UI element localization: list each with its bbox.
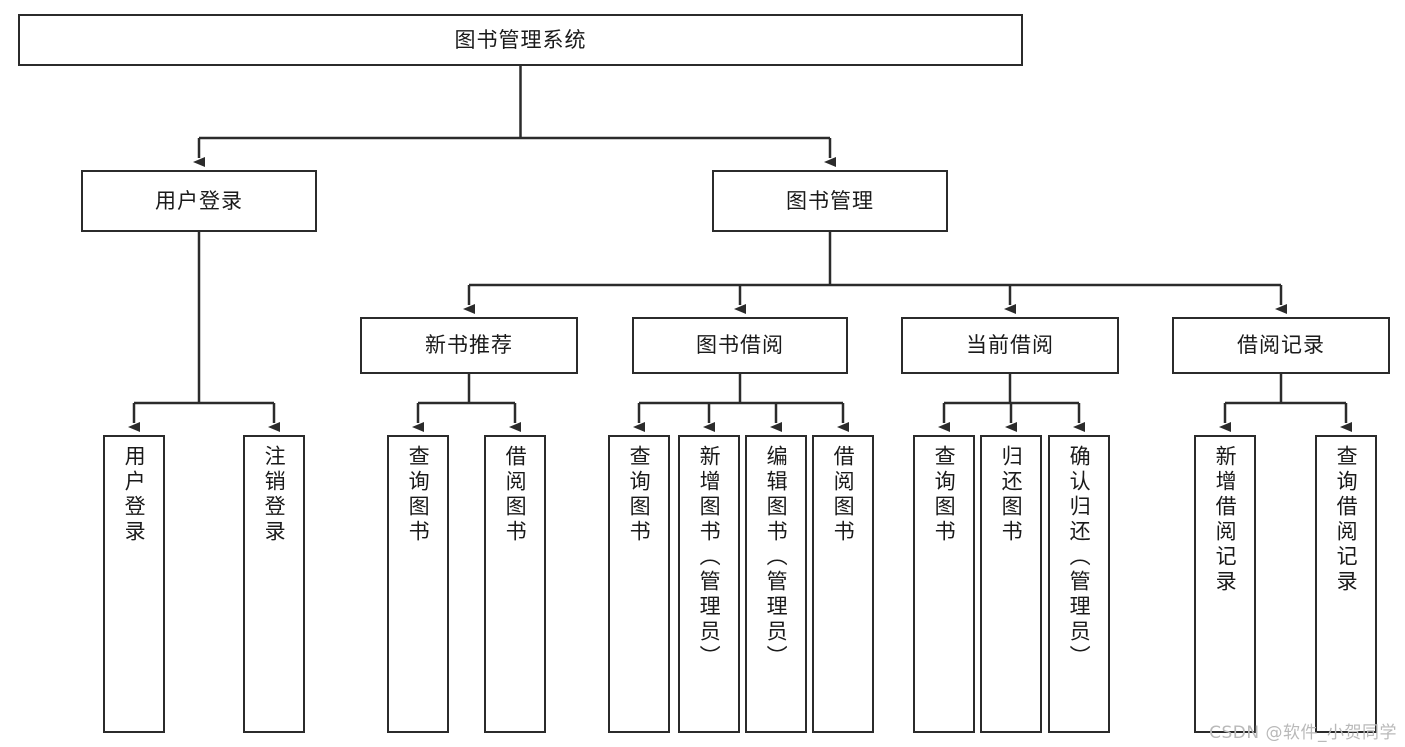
node-book-borrow[interactable]: 图书借阅 bbox=[632, 317, 848, 374]
node-leaf-bb-edit[interactable]: 编辑图书（管理员） bbox=[745, 435, 807, 733]
node-label: 注销登录 bbox=[262, 445, 287, 545]
node-label: 用户登录 bbox=[155, 188, 243, 213]
node-label: 查询图书 bbox=[406, 445, 431, 545]
node-label: 查询图书 bbox=[932, 445, 957, 545]
node-label: 图书管理 bbox=[786, 188, 874, 213]
node-book-manage[interactable]: 图书管理 bbox=[712, 170, 948, 232]
node-leaf-rec-query[interactable]: 查询图书 bbox=[387, 435, 449, 733]
node-leaf-cb-confirm[interactable]: 确认归还（管理员） bbox=[1048, 435, 1110, 733]
node-label: 图书管理系统 bbox=[454, 27, 587, 52]
node-label: 新增图书（管理员） bbox=[697, 445, 722, 670]
node-root[interactable]: 图书管理系统 bbox=[18, 14, 1023, 66]
node-label: 借阅图书 bbox=[831, 445, 856, 545]
node-label: 新增借阅记录 bbox=[1213, 445, 1238, 595]
node-leaf-bb-query[interactable]: 查询图书 bbox=[608, 435, 670, 733]
node-leaf-br-query[interactable]: 查询借阅记录 bbox=[1315, 435, 1377, 733]
node-leaf-bb-add[interactable]: 新增图书（管理员） bbox=[678, 435, 740, 733]
node-leaf-cb-query[interactable]: 查询图书 bbox=[913, 435, 975, 733]
csdn-watermark: CSDN @软件_小贺同学 bbox=[1209, 723, 1397, 743]
node-leaf-rec-borrow[interactable]: 借阅图书 bbox=[484, 435, 546, 733]
node-label: 查询图书 bbox=[627, 445, 652, 545]
node-label: 借阅图书 bbox=[503, 445, 528, 545]
node-leaf-user-login[interactable]: 用户登录 bbox=[103, 435, 165, 733]
node-label: 查询借阅记录 bbox=[1334, 445, 1359, 595]
node-leaf-cb-return[interactable]: 归还图书 bbox=[980, 435, 1042, 733]
node-label: 当前借阅 bbox=[966, 333, 1054, 358]
node-label: 用户登录 bbox=[122, 445, 147, 545]
node-label: 借阅记录 bbox=[1237, 333, 1325, 358]
node-current-borrow[interactable]: 当前借阅 bbox=[901, 317, 1119, 374]
node-leaf-br-add[interactable]: 新增借阅记录 bbox=[1194, 435, 1256, 733]
node-label: 归还图书 bbox=[999, 445, 1024, 545]
node-leaf-bb-borrow[interactable]: 借阅图书 bbox=[812, 435, 874, 733]
node-user-login[interactable]: 用户登录 bbox=[81, 170, 317, 232]
node-label: 图书借阅 bbox=[696, 333, 784, 358]
node-new-book-rec[interactable]: 新书推荐 bbox=[360, 317, 578, 374]
node-label: 确认归还（管理员） bbox=[1067, 445, 1092, 670]
node-borrow-record[interactable]: 借阅记录 bbox=[1172, 317, 1390, 374]
node-label: 新书推荐 bbox=[425, 333, 513, 358]
node-label: 编辑图书（管理员） bbox=[764, 445, 789, 670]
node-leaf-user-logout[interactable]: 注销登录 bbox=[243, 435, 305, 733]
